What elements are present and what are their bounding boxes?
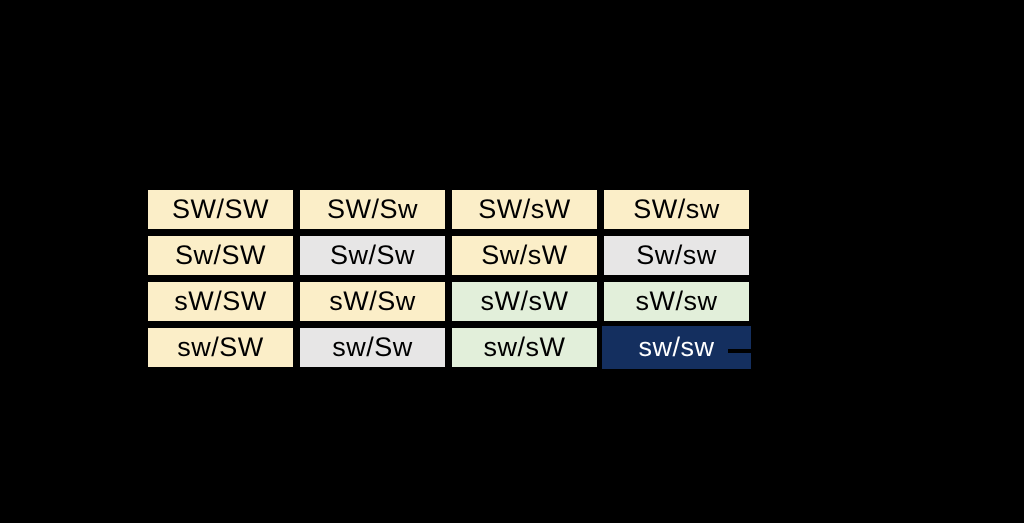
callout-leader-line xyxy=(728,349,756,353)
genotype-cell: sw/sW xyxy=(450,326,599,369)
genotype-cell: sW/Sw xyxy=(298,280,447,323)
genotype-cell: SW/SW xyxy=(146,188,295,231)
genotype-cell: sW/SW xyxy=(146,280,295,323)
genotype-cell: Sw/sw xyxy=(602,234,751,277)
genotype-cell: Sw/SW xyxy=(146,234,295,277)
genotype-cell: sW/sw xyxy=(602,280,751,323)
genotype-cell-highlighted: sw/sw xyxy=(602,326,751,369)
genotype-cell: sW/sW xyxy=(450,280,599,323)
genotype-cell: sw/Sw xyxy=(298,326,447,369)
genotype-cell: SW/Sw xyxy=(298,188,447,231)
genotype-cell: sw/SW xyxy=(146,326,295,369)
genotype-cell: Sw/sW xyxy=(450,234,599,277)
punnett-square-table: SW/SW SW/Sw SW/sW SW/sw Sw/SW Sw/Sw Sw/s… xyxy=(146,188,751,369)
genotype-cell: SW/sw xyxy=(602,188,751,231)
genotype-cell: Sw/Sw xyxy=(298,234,447,277)
genotype-cell: SW/sW xyxy=(450,188,599,231)
